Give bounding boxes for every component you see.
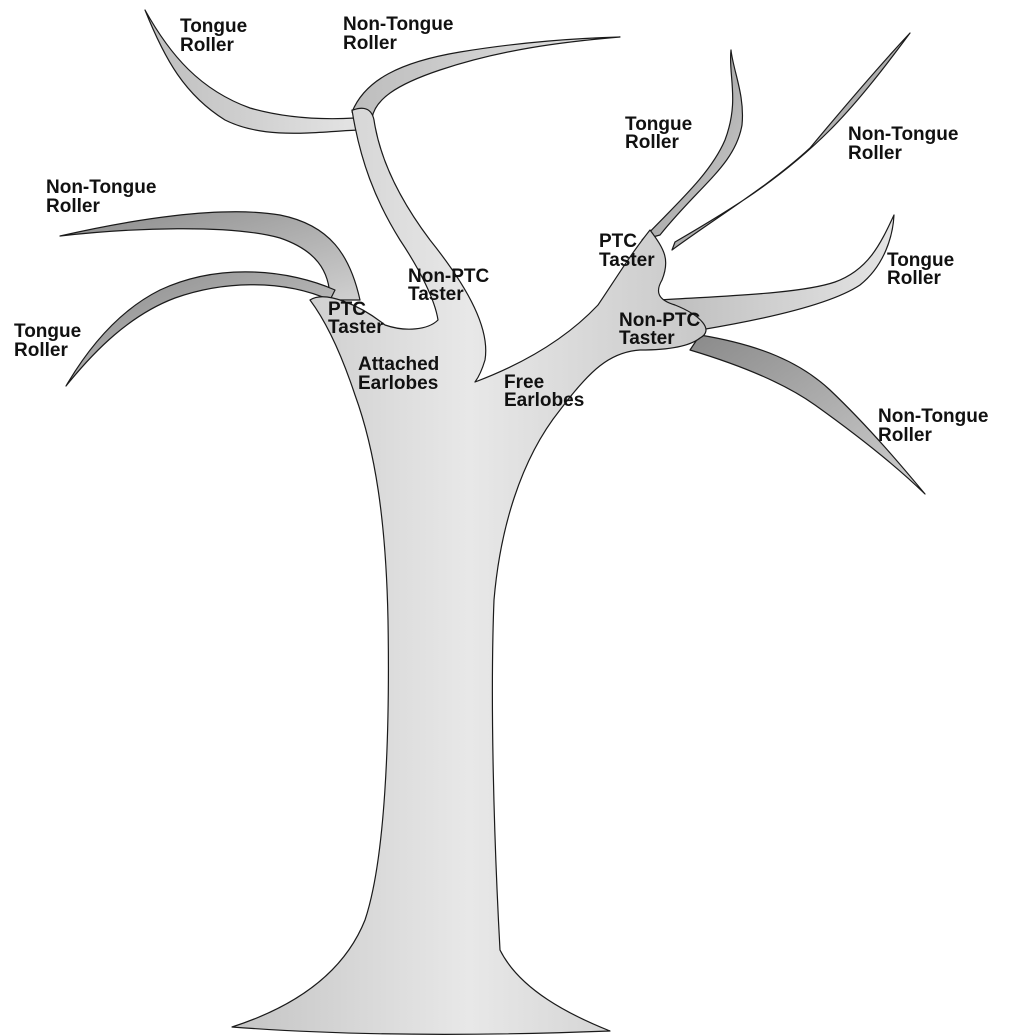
twig-right-tongue-roller-lower [659, 214, 895, 331]
twig-right-non-tongue-roller-upper [671, 32, 911, 251]
twig-left-tongue-roller-lower [65, 271, 336, 387]
twig-right-non-tongue-roller-lower [689, 334, 926, 495]
twig-left-tongue-roller-upper [144, 9, 359, 134]
twig-right-tongue-roller-upper [641, 49, 744, 241]
tree-body [231, 107, 707, 1035]
twig-left-non-tongue-roller-lower [59, 211, 361, 301]
twig-left-non-tongue-roller-upper [351, 36, 621, 119]
